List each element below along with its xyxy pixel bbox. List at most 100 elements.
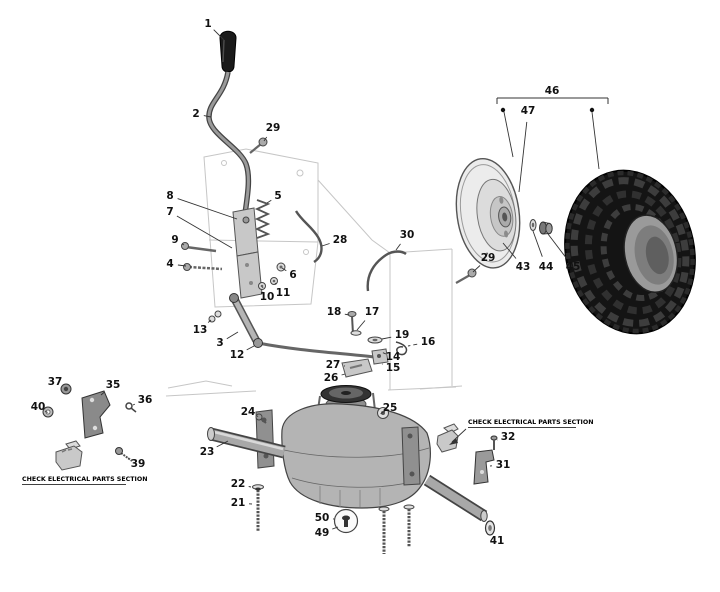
callout-23: 23 [200,446,215,458]
pivot-bracket-upper [232,207,259,257]
callout-30: 30 [400,229,415,241]
leader-line-26 [341,373,346,376]
callout-40: 40 [31,401,46,413]
group-bracket-46 [496,97,609,170]
bolt-29-right [455,268,477,284]
leader-line-14 [382,352,387,355]
leader-line-19 [381,336,392,340]
mount-bracket-right [401,426,421,486]
leader-line-35 [100,391,105,396]
callout-13: 13 [193,324,208,336]
leader-line-3 [226,331,239,340]
callout-32: 32 [501,431,516,443]
bracket-26-27 [341,358,373,378]
axle-tube-left [207,427,286,459]
chassis-frame-outline [165,148,463,397]
tire [564,169,696,335]
leader-line-24 [256,415,259,417]
callout-50: 50 [315,512,330,524]
leader-line-2 [203,115,212,118]
callout-29: 29 [481,252,496,264]
callout-5: 5 [274,190,281,202]
leader-line-25 [380,410,386,415]
leader-line-47 [518,121,528,193]
callout-39: 39 [131,458,146,470]
washer-10 [258,282,266,290]
leader-line-36 [132,403,135,406]
leader-line-17 [356,320,366,331]
callout-12: 12 [230,349,245,361]
callout-7: 7 [166,206,173,218]
callout-22: 22 [231,478,246,490]
callout-3: 3 [216,337,223,349]
note-electrical-right-text: CHECK ELECTRICAL PARTS SECTION [468,419,594,426]
callout-16: 16 [421,336,436,348]
leader-line-29 [263,136,268,142]
callout-46: 46 [545,85,560,97]
leader-line-4 [177,264,187,267]
transaxle-housing [281,403,431,509]
callout-37: 37 [48,376,63,388]
washer-17 [350,330,362,336]
callout-31: 31 [496,459,511,471]
callout-35: 35 [106,379,121,391]
callout-19: 19 [395,329,410,341]
spring-clip-16 [395,341,408,356]
callout-28: 28 [333,234,348,246]
bolt-4 [183,263,223,271]
callout-25: 25 [383,402,398,414]
leader-line-23 [216,440,229,448]
transaxle [207,385,496,554]
note-electrical-left-text: CHECK ELECTRICAL PARTS SECTION [22,476,148,483]
leader-line-43 [502,242,517,259]
wheel-rim [455,157,521,269]
washer-41 [484,520,496,536]
leader-line-9 [181,243,185,246]
washer-6 [276,262,286,272]
seal-kit-50-49 [333,508,359,534]
callout-24: 24 [241,406,256,418]
leader-line-12 [246,345,255,351]
pivot-bracket-lower [236,251,263,299]
leader-line-11 [274,282,277,285]
hub-washer-44 [529,219,537,231]
rod-28 [294,210,323,264]
leader-line-16 [407,343,418,347]
leader-line-1 [213,29,225,41]
leader-line-8 [177,198,238,220]
callout-11: 11 [276,287,291,299]
callout-17: 17 [365,306,380,318]
leader-line-44 [532,230,543,257]
bottom-studs [378,504,415,554]
callout-45: 45 [566,261,581,273]
stud-21-washer-22 [252,484,264,532]
leader-line-13 [207,319,212,323]
note-electrical-left: CHECK ELECTRICAL PARTS SECTION [22,476,148,485]
leader-line-28 [321,243,330,247]
leader-line-5 [266,199,272,204]
axle-tube-right [423,474,488,522]
valve-stem [482,252,489,261]
leader-line-40 [44,410,48,413]
callout-21: 21 [231,497,246,509]
callout-26: 26 [324,372,339,384]
callout-27: 27 [326,359,341,371]
callout-41: 41 [490,535,505,547]
nut-37 [60,383,72,395]
shift-lever-rod [206,71,252,215]
clip-36 [125,402,137,413]
spring-5 [254,199,271,239]
link-rod-12 [253,338,375,359]
callout-36: 36 [138,394,153,406]
leader-line-7 [176,215,233,249]
note-electrical-right: CHECK ELECTRICAL PARTS SECTION [449,419,594,445]
bolt-24 [255,413,267,424]
leader-line-22 [248,486,252,488]
leader-line-29 [472,265,481,273]
electrical-connector-left-icon [55,440,83,471]
bracket-31 [473,449,495,485]
leader-line-10 [262,286,264,289]
lever-3 [229,293,260,344]
